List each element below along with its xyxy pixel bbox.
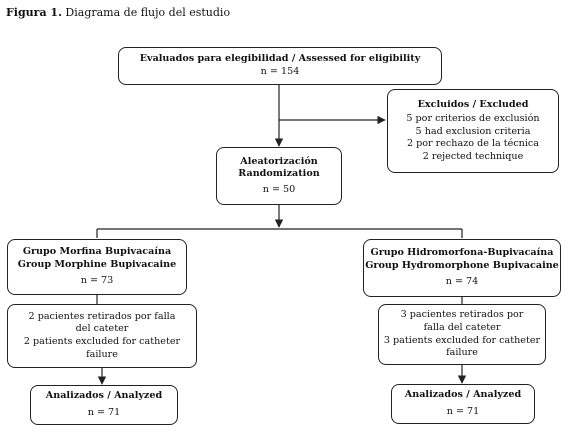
morphine-analyzed-count: n = 71 (87, 407, 121, 418)
morphine-withdrawn-box: 2 pacientes retirados por falla del cate… (7, 304, 197, 368)
excluded-box: Excluidos / Excluded 5 por criterios de … (387, 89, 559, 173)
assessed-box: Evaluados para elegibilidad / Assessed f… (118, 47, 442, 85)
randomization-box: Aleatorización Randomization n = 50 (216, 147, 342, 205)
excluded-line: 5 por criterios de exclusión (406, 113, 540, 125)
hydromorphone-withdrawn-line: failure (446, 347, 478, 359)
hydromorphone-analyzed-title: Analizados / Analyzed (404, 389, 522, 401)
figure-caption: Diagrama de flujo del estudio (65, 6, 231, 19)
hydromorphone-withdrawn-line: 3 patients excluded for catheter (383, 334, 541, 346)
hydromorphone-count: n = 74 (445, 276, 479, 288)
excluded-line: 5 had exclusion criteria (415, 125, 531, 137)
hydromorphone-withdrawn-line: falla del cateter (423, 321, 501, 333)
excluded-title: Excluidos / Excluded (417, 98, 529, 110)
morphine-analyzed-title: Analizados / Analyzed (45, 390, 163, 402)
hydromorphone-withdrawn-line: 3 pacientes retirados por (400, 309, 524, 321)
figure-title: Figura 1. Diagrama de flujo del estudio (6, 6, 230, 19)
assessed-title: Evaluados para elegibilidad / Assessed f… (139, 53, 421, 65)
hydromorphone-title-en: Group Hydromorphone Bupivacaine (365, 259, 559, 271)
morphine-withdrawn-line: del cateter (75, 323, 129, 335)
excluded-line: 2 por rechazo de la técnica (406, 138, 540, 150)
randomization-title-en: Randomization (238, 168, 320, 180)
morphine-group-box: Grupo Morfina Bupivacaína Group Morphine… (7, 239, 187, 295)
hydromorphone-analyzed-count: n = 71 (446, 406, 480, 417)
hydromorphone-group-box: Grupo Hidromorfona-Bupivacaína Group Hyd… (363, 239, 561, 297)
randomization-count: n = 50 (262, 183, 296, 195)
hydromorphone-analyzed-box: Analizados / Analyzed n = 71 (391, 384, 535, 424)
excluded-line: 2 rejected technique (422, 150, 524, 162)
morphine-count: n = 73 (80, 275, 114, 287)
hydromorphone-title-es: Grupo Hidromorfona-Bupivacaína (370, 247, 554, 259)
morphine-title-es: Grupo Morfina Bupivacaína (22, 246, 172, 258)
morphine-analyzed-box: Analizados / Analyzed n = 71 (30, 385, 178, 425)
morphine-withdrawn-line: 2 patients excluded for catheter (23, 336, 181, 347)
morphine-title-en: Group Morphine Bupivacaine (17, 258, 177, 270)
morphine-withdrawn-line: 2 pacientes retirados por falla (28, 310, 176, 322)
hydromorphone-withdrawn-box: 3 pacientes retirados por falla del cate… (378, 304, 546, 365)
figure-label: Figura 1. (6, 6, 62, 19)
morphine-withdrawn-line: failure (86, 348, 118, 360)
assessed-count: n = 154 (260, 66, 300, 77)
randomization-title-es: Aleatorización (240, 155, 318, 167)
